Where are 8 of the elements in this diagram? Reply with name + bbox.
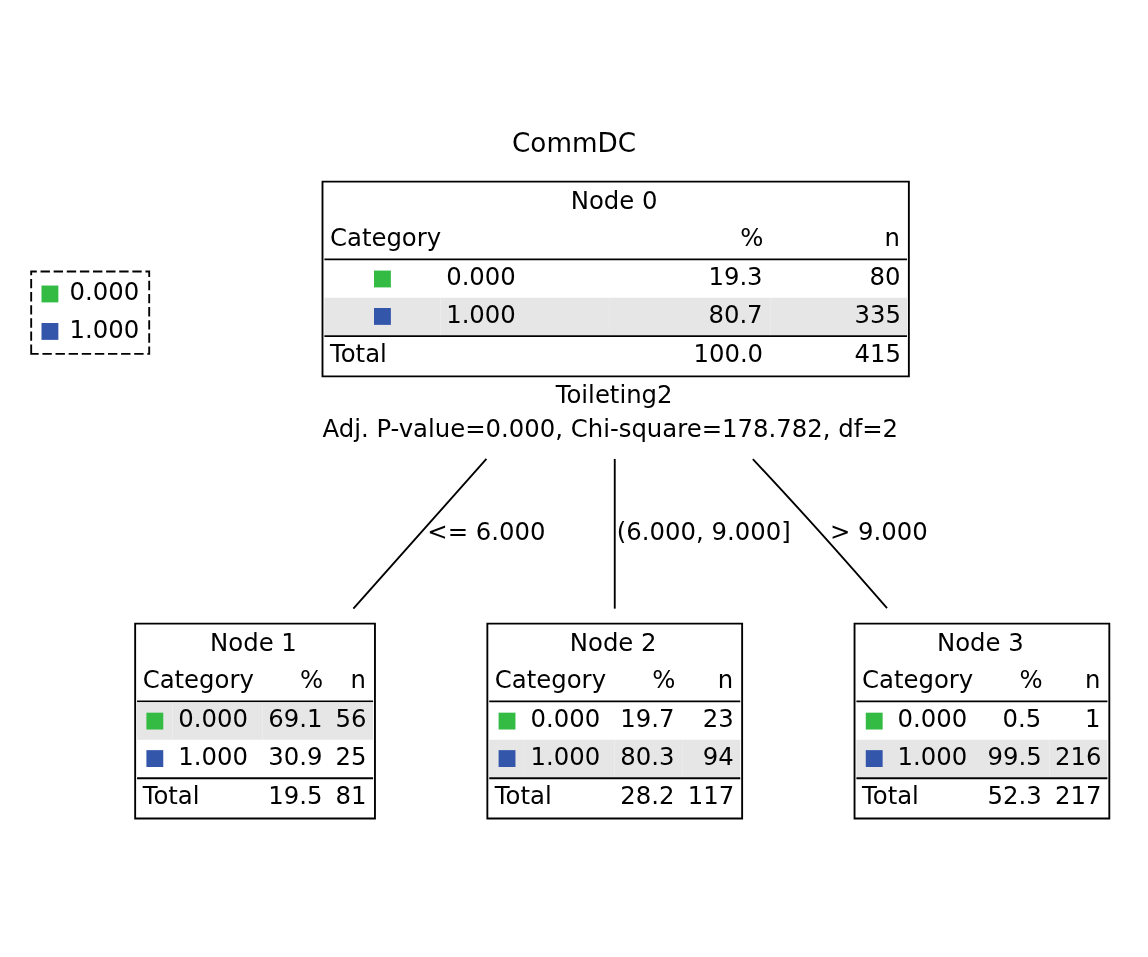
edge-label: <= 6.000: [427, 517, 546, 547]
legend-label: 0.000: [69, 277, 140, 307]
legend-label: 1.000: [69, 314, 140, 344]
diagram-title: CommDC: [512, 127, 636, 158]
node-label: Adj. P-value=0.000, Chi-square=178.782, df=2: [322, 414, 899, 444]
edge-label: (6.000, 9.000]: [616, 517, 791, 547]
edge-label: > 9.000: [829, 517, 928, 547]
node-label: Toileting2: [555, 380, 673, 410]
